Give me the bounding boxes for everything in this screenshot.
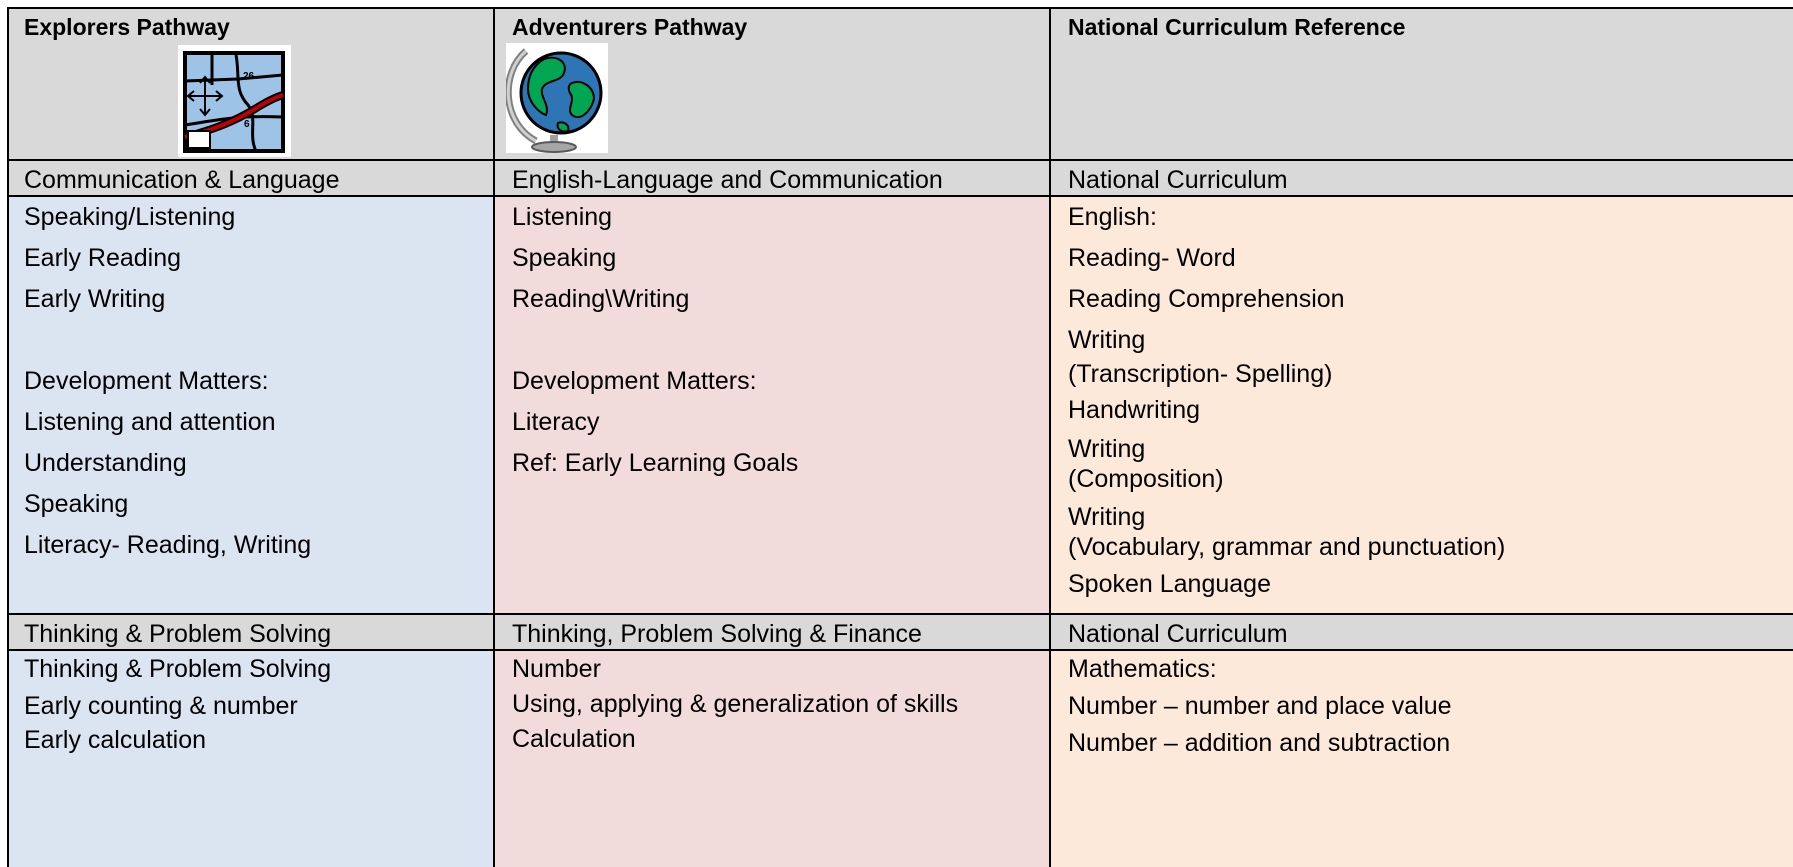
list-item: Understanding <box>24 449 187 477</box>
list-item: Speaking/Listening <box>24 203 236 231</box>
list-item: Early calculation <box>24 726 207 754</box>
map-label-6: 6 <box>244 119 250 130</box>
list-item: (Vocabulary, grammar and punctuation) <box>1068 533 1506 561</box>
table-divider <box>1049 7 1051 867</box>
list-item: Writing <box>1068 326 1146 354</box>
list-item: Early counting & number <box>24 692 298 720</box>
table-border-left <box>7 7 9 867</box>
section1-national-list: English: Reading- Word Reading Comprehen… <box>1051 197 1793 613</box>
list-item: Listening and attention <box>24 408 276 436</box>
list-item: Early Reading <box>24 244 182 272</box>
list-item: Literacy- Reading, Writing <box>24 531 312 559</box>
header-explorers: Explorers Pathway 26 6 <box>7 7 493 159</box>
header-explorers-title: Explorers Pathway <box>24 14 230 40</box>
list-item: Using, applying & generalization of skil… <box>512 690 959 718</box>
table-divider <box>493 7 495 867</box>
header-national: National Curriculum Reference <box>1051 7 1793 159</box>
list-spacer <box>512 320 1049 361</box>
section1-label-national: National Curriculum <box>1051 161 1793 195</box>
list-item: Mathematics: <box>1068 655 1217 683</box>
map-icon: 26 6 <box>178 45 291 157</box>
list-item: Ref: Early Learning Goals <box>512 449 799 477</box>
list-item: Writing <box>1068 435 1146 463</box>
globe-icon <box>506 43 608 153</box>
table-divider <box>7 613 1793 615</box>
list-item: Listening <box>512 203 613 231</box>
section2-label-national: National Curriculum <box>1051 615 1793 649</box>
list-item: Literacy <box>512 408 600 436</box>
section2-national-list: Mathematics: Number – number and place v… <box>1051 651 1793 867</box>
section2-label-explorers: Thinking & Problem Solving <box>7 615 493 649</box>
list-item: Development Matters: <box>24 367 269 395</box>
list-item: Development Matters: <box>512 367 757 395</box>
section1-label-adventurers: English-Language and Communication <box>495 161 1049 195</box>
curriculum-table: Explorers Pathway 26 6 Adventurers Pathw… <box>7 7 1793 867</box>
list-item: English: <box>1068 203 1157 231</box>
list-item: Number – addition and subtraction <box>1068 729 1451 757</box>
section1-adventurers-list: Listening Speaking Reading\Writing Devel… <box>495 197 1049 613</box>
list-item: Reading Comprehension <box>1068 285 1345 313</box>
list-item: Early Writing <box>24 285 166 313</box>
section1-explorers-list: Speaking/Listening Early Reading Early W… <box>7 197 493 613</box>
section2-label-adventurers: Thinking, Problem Solving & Finance <box>495 615 1049 649</box>
list-item: Handwriting <box>1068 396 1201 424</box>
list-item: Spoken Language <box>1068 570 1271 598</box>
header-national-title: National Curriculum Reference <box>1068 14 1406 40</box>
list-item: Thinking & Problem Solving <box>24 655 332 683</box>
list-item: Reading\Writing <box>512 285 690 313</box>
table-divider <box>7 195 1793 197</box>
list-item: (Transcription- Spelling) <box>1068 360 1333 388</box>
header-adventurers-title: Adventurers Pathway <box>512 14 748 40</box>
list-spacer <box>24 320 493 361</box>
list-item: Calculation <box>512 725 636 753</box>
map-label-26: 26 <box>243 71 255 82</box>
list-item: Number – number and place value <box>1068 692 1452 720</box>
list-item: Writing <box>1068 503 1146 531</box>
list-item: (Composition) <box>1068 465 1224 493</box>
header-adventurers: Adventurers Pathway <box>495 7 1049 159</box>
table-border-top <box>7 7 1793 9</box>
list-item: Number <box>512 655 601 683</box>
list-item: Speaking <box>24 490 129 518</box>
section2-adventurers-list: Number Using, applying & generalization … <box>495 651 1049 867</box>
list-item: Reading- Word <box>1068 244 1236 272</box>
list-item: Speaking <box>512 244 617 272</box>
section2-explorers-list: Thinking & Problem Solving Early countin… <box>7 651 493 867</box>
table-divider <box>7 649 1793 651</box>
table-divider <box>7 159 1793 161</box>
section1-label-explorers: Communication & Language <box>7 161 493 195</box>
